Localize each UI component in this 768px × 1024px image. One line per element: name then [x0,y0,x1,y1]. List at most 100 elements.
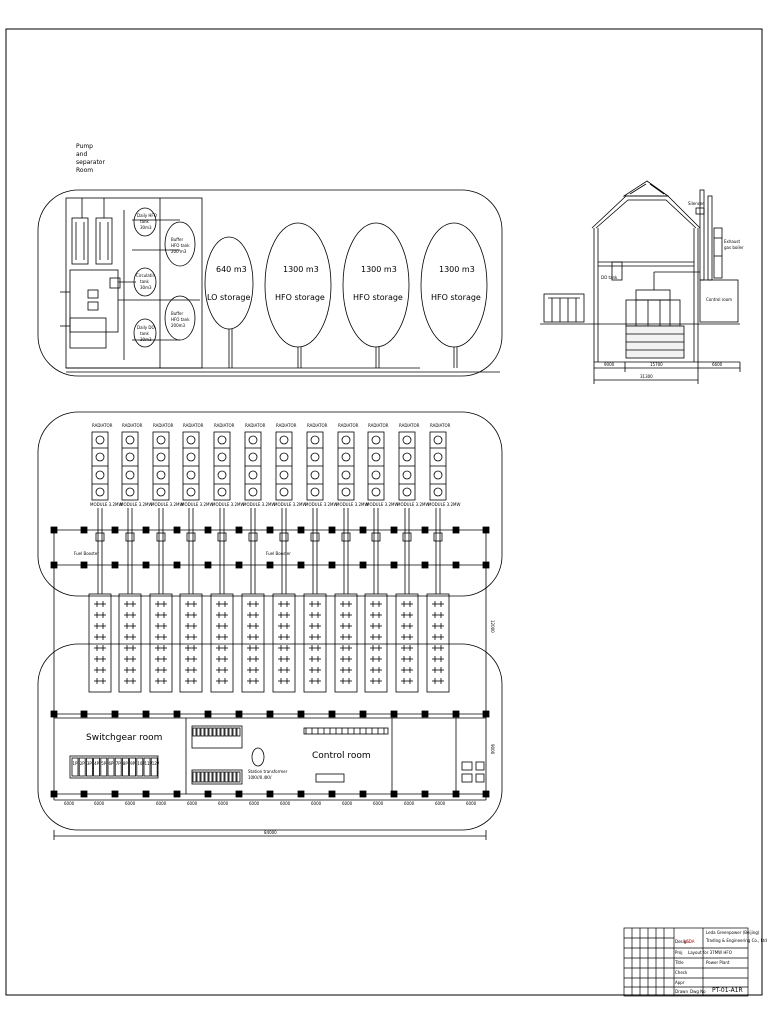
bay-dimension: 6000 [218,801,229,806]
bay-dimension: 6000 [187,801,198,806]
genset-module [334,593,358,693]
tank-1-name: LO storage [207,293,251,302]
module-label: MODULE 3.2MW [305,502,338,507]
bay-dimension: 6000 [249,801,260,806]
buffer-tank-2-l3: 200m3 [171,323,186,328]
plan-repeats [50,431,490,798]
radiator-label: RADIATOR [276,423,297,428]
genset-module [88,593,112,693]
bay-dimension: 6000 [342,801,353,806]
desk-cell [212,727,217,737]
tb-row-7: Dwg No [690,989,706,994]
column-marker [359,710,367,718]
title-block [623,927,749,997]
genset-module [426,593,450,693]
switchgear-panel-label: 11P [144,761,153,766]
tb-row-3: Title [675,960,684,965]
fan-icon [156,487,166,497]
switchgear-panel [93,757,100,777]
fuel-booster-1: Fuel Booster [74,551,99,556]
bay-dimension: 6000 [435,801,446,806]
valve-box [186,532,196,542]
fan-icon [156,470,166,480]
desk-cell [216,771,221,783]
fan-icon [248,452,258,462]
radiator-label: RADIATOR [368,423,389,428]
station-transformer-2: 10KV/0.4KV [248,775,272,780]
column-marker [359,526,367,534]
desk-cell [192,771,197,783]
fan-icon [279,487,289,497]
module-label: MODULE 3.2MW [212,502,245,507]
column-marker [452,790,460,798]
tb-company-2: Trading & Engineering Co., Ltd [706,938,767,943]
fan-icon [402,487,412,497]
tb-row-2: Proj [675,950,683,955]
valve-box [248,532,258,542]
fan-icon [279,435,289,445]
column-marker [173,526,181,534]
module-label: MODULE 3.2MW [243,502,276,507]
valve-box [341,532,351,542]
switchgear-panel [86,757,93,777]
tb-company-1: Leda Greenpower (Beijing) [706,930,760,935]
desk-cell [208,727,213,737]
desk-cell [212,771,217,783]
column-marker [142,561,150,569]
switchgear-panel-label: 10P [137,761,145,766]
pump-room-title-2: and [76,151,88,158]
switchgear-panel-label: 1P [72,761,78,766]
fan-icon [248,470,258,480]
column-marker [421,710,429,718]
fan-icon [95,470,105,480]
column-marker [80,561,88,569]
column-marker [482,710,490,718]
fan-icon [279,452,289,462]
desk-cell [236,727,241,737]
desk-cell [220,727,225,737]
module-label: MODULE 3.2MW [181,502,214,507]
fan-icon [433,470,443,480]
elev-exhaust2: gas boiler [724,245,744,250]
desk-cell [232,727,237,737]
column-marker [297,561,305,569]
tb-row-5: Appr [675,980,685,985]
column-marker [328,790,336,798]
module-label: MODULE 3.2MW [428,502,461,507]
fan-icon [402,452,412,462]
column-marker [266,790,274,798]
switchgear-panel-label: 3P [86,761,92,766]
fan-icon [125,470,135,480]
control-room: Control room [312,751,371,761]
desk-cell [204,727,209,737]
column-marker [80,790,88,798]
tank-1-volume: 640 m3 [216,265,247,274]
fan-icon [186,435,196,445]
fan-icon [341,470,351,480]
right-dim-2: 9000 [490,744,495,755]
buffer-tank-1-l3: 200 m3 [171,249,187,254]
column-marker [328,526,336,534]
column-marker [204,710,212,718]
module-label: MODULE 3.2MW [274,502,307,507]
small-tank-1-l2: tank [140,219,149,224]
column-marker [359,561,367,569]
switchgear-panel-label: 9P [130,761,136,766]
desk-cell [224,771,229,783]
tb-project: Layout for 37MW HFO [688,950,732,955]
radiator-label: RADIATOR [338,423,359,428]
genset-module [118,593,142,693]
desk-cell [200,727,205,737]
switchgear-panel-label: 4P [94,761,100,766]
tank-3-volume: 1300 m3 [361,265,397,274]
module-label: MODULE 3.2MW [397,502,430,507]
bay-dimension: 6000 [64,801,75,806]
fan-icon [402,470,412,480]
valve-box [371,532,381,542]
genset-module [149,593,173,693]
switchgear-panel [100,757,108,777]
column-marker [204,561,212,569]
valve-box [95,532,105,542]
fan-icon [156,452,166,462]
column-marker [328,561,336,569]
